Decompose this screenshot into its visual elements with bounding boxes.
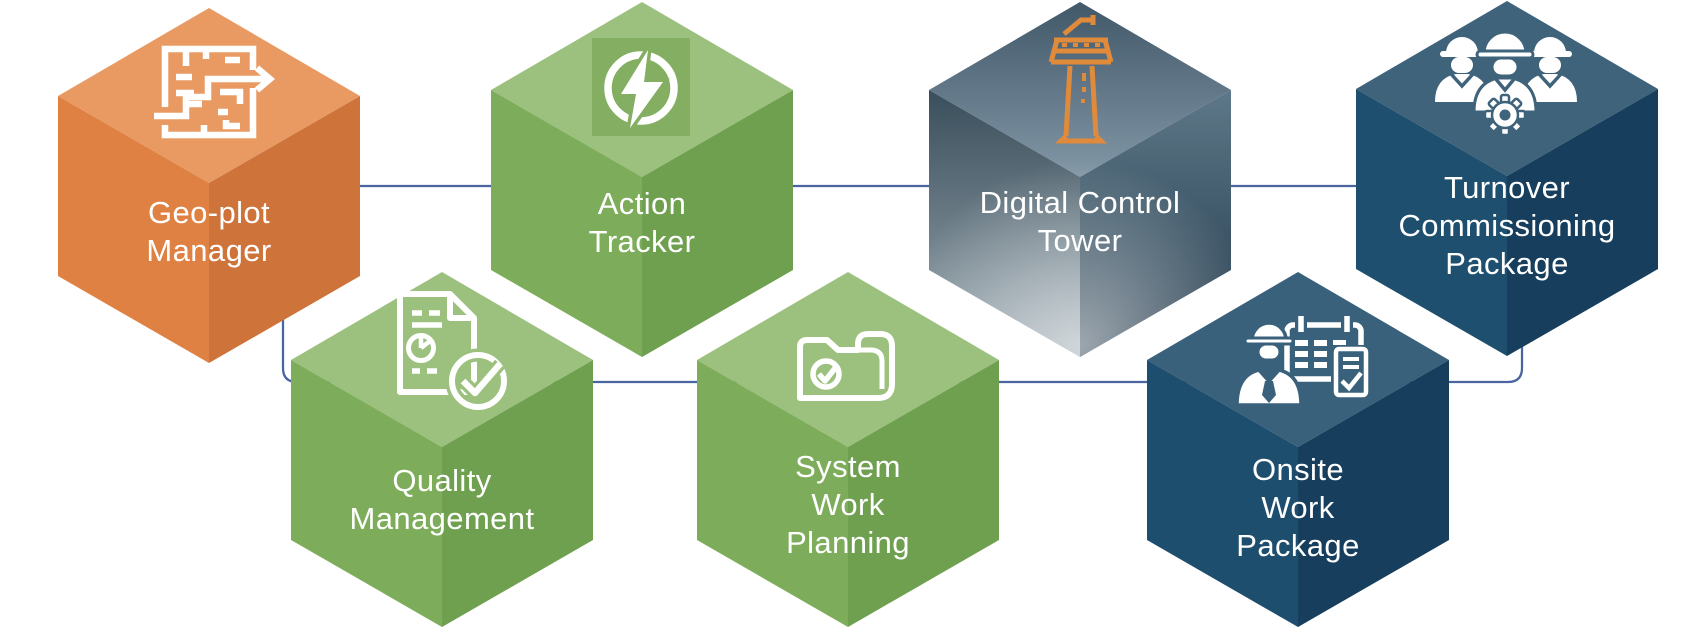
cube-action-tracker [491, 2, 793, 357]
cube-right-face [1507, 89, 1658, 356]
label-line: Work [1261, 490, 1335, 525]
label-line: Package [1236, 528, 1360, 563]
cube-left-face [291, 360, 442, 627]
cube-label-digital-control-tower: Digital Control Tower [910, 184, 1250, 260]
label-line: Tracker [588, 224, 696, 259]
cube-top-face [697, 272, 999, 447]
cube-left-face [1147, 360, 1298, 627]
cube-label-geo-plot-manager: Geo-plot Manager [39, 194, 379, 270]
quality-report-check-icon [397, 291, 511, 414]
cube-right-face [1298, 360, 1449, 627]
cube-label-quality-management: Quality Management [272, 462, 612, 538]
cube-turnover-commissioning-package [1356, 1, 1658, 356]
cube-left-face [58, 96, 209, 363]
label-line: Action [597, 186, 687, 221]
lightning-bolt-icon [592, 38, 690, 136]
cube-right-face [209, 96, 360, 363]
cube-label-onsite-work-package: Onsite Work Package [1128, 451, 1468, 565]
cube-label-action-tracker: Action Tracker [472, 185, 812, 261]
label-line: Onsite [1252, 452, 1344, 487]
cube-left-face [1356, 89, 1507, 356]
label-line: Geo-plot [147, 195, 271, 230]
label-line: Manager [146, 233, 272, 268]
label-line: Quality [392, 463, 492, 498]
label-line: System [795, 449, 901, 484]
cube-top-face [1147, 272, 1449, 447]
cube-right-face [642, 90, 793, 357]
label-line: Work [811, 487, 885, 522]
control-tower-icon [1048, 15, 1114, 144]
cube-light-glow [929, 2, 1231, 357]
label-line: Management [349, 501, 535, 536]
cube-left-face [491, 90, 642, 357]
maze-arrow-icon [154, 45, 276, 139]
label-line: Commissioning [1398, 208, 1616, 243]
cube-system-work-planning [697, 272, 999, 627]
label-line: Planning [786, 525, 910, 560]
label-line: Package [1445, 246, 1569, 281]
cube-geo-plot-manager [58, 8, 360, 363]
folder-check-icon [797, 331, 895, 401]
worker-schedule-icon [1235, 316, 1371, 407]
construction-team-gear-icon [1435, 30, 1577, 137]
cube-onsite-work-package [1147, 272, 1449, 627]
cube-quality-management [291, 272, 593, 627]
label-line: Turnover [1443, 170, 1571, 205]
cube-label-turnover-commissioning-package: Turnover Commissioning Package [1337, 169, 1677, 283]
cube-right-face [442, 360, 593, 627]
cube-top-face [291, 272, 593, 447]
label-line: Digital Control [979, 185, 1181, 220]
label-line: Tower [1037, 223, 1123, 258]
cube-right-face [848, 360, 999, 627]
cube-left-face [697, 360, 848, 627]
cube-digital-control-tower [929, 2, 1231, 357]
cube-label-system-work-planning: System Work Planning [678, 448, 1018, 562]
